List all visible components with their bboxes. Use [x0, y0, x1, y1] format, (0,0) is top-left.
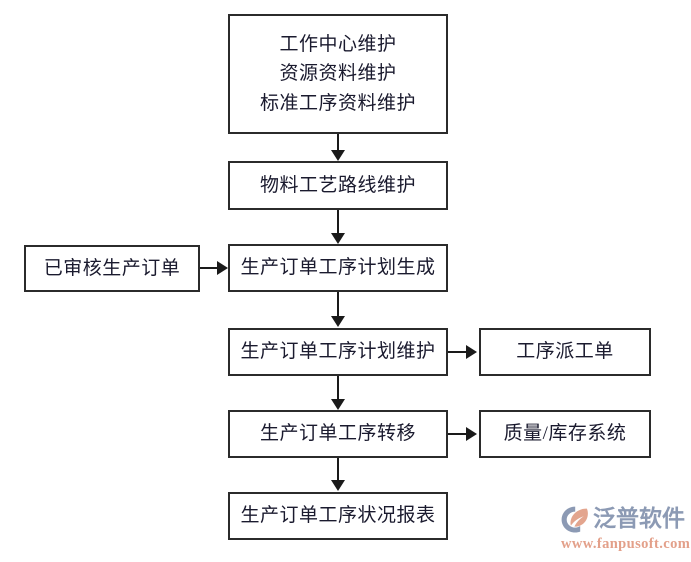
edge-group-to-material-line — [337, 134, 339, 154]
brand-name-cn: 泛普软件 — [593, 505, 685, 532]
edge-generate-to-maintain-arrow — [331, 316, 345, 327]
node-quality-inventory[interactable]: 质量/库存系统 — [479, 410, 651, 458]
node-quality-inventory-label: 质量/库存系统 — [503, 423, 627, 445]
edge-maintain-to-dispatch-arrow — [466, 345, 477, 359]
node-dispatch-order-label: 工序派工单 — [516, 341, 614, 363]
edge-group-to-material-arrow — [331, 150, 345, 161]
node-process-transfer-label: 生产订单工序转移 — [259, 423, 416, 445]
brand-watermark-top: 泛普软件 — [560, 503, 685, 535]
edge-transfer-to-report-arrow — [331, 480, 345, 491]
node-material-route[interactable]: 物料工艺路线维护 — [228, 161, 448, 210]
brand-url: www.fanpusoft.com — [561, 536, 691, 552]
node-plan-maintain[interactable]: 生产订单工序计划维护 — [228, 328, 448, 376]
edge-maintain-to-transfer-line — [337, 376, 339, 400]
edge-maintain-to-dispatch-line — [448, 351, 468, 353]
node-dispatch-order[interactable]: 工序派工单 — [479, 328, 651, 376]
node-material-route-label: 物料工艺路线维护 — [259, 174, 416, 196]
edge-material-to-generate-arrow — [331, 233, 345, 244]
node-process-transfer[interactable]: 生产订单工序转移 — [228, 410, 448, 458]
node-plan-maintain-label: 生产订单工序计划维护 — [240, 341, 436, 363]
node-maintenance-group-line-1: 工作中心维护 — [279, 33, 397, 55]
node-plan-generate[interactable]: 生产订单工序计划生成 — [228, 244, 448, 292]
node-status-report-label: 生产订单工序状况报表 — [240, 505, 436, 527]
edge-transfer-to-quality-arrow — [466, 427, 477, 441]
brand-watermark: 泛普软件 www.fanpusoft.com — [560, 503, 690, 555]
edge-generate-to-maintain-line — [337, 292, 339, 316]
node-approved-order-label: 已审核生产订单 — [43, 257, 181, 279]
fanpu-logo-icon — [561, 506, 588, 532]
node-approved-order[interactable]: 已审核生产订单 — [24, 245, 200, 292]
edge-approved-to-generate-arrow — [217, 261, 228, 275]
edge-material-to-generate-line — [337, 210, 339, 234]
edge-transfer-to-quality-line — [448, 433, 468, 435]
node-maintenance-group-line-2: 资源资料维护 — [279, 63, 397, 85]
node-status-report[interactable]: 生产订单工序状况报表 — [228, 492, 448, 540]
edge-transfer-to-report-line — [337, 458, 339, 480]
node-maintenance-group[interactable]: 工作中心维护 资源资料维护 标准工序资料维护 — [228, 14, 448, 134]
edge-approved-to-generate-line — [200, 267, 220, 269]
edge-maintain-to-transfer-arrow — [331, 399, 345, 410]
node-plan-generate-label: 生产订单工序计划生成 — [240, 257, 436, 279]
node-maintenance-group-line-3: 标准工序资料维护 — [259, 92, 416, 114]
